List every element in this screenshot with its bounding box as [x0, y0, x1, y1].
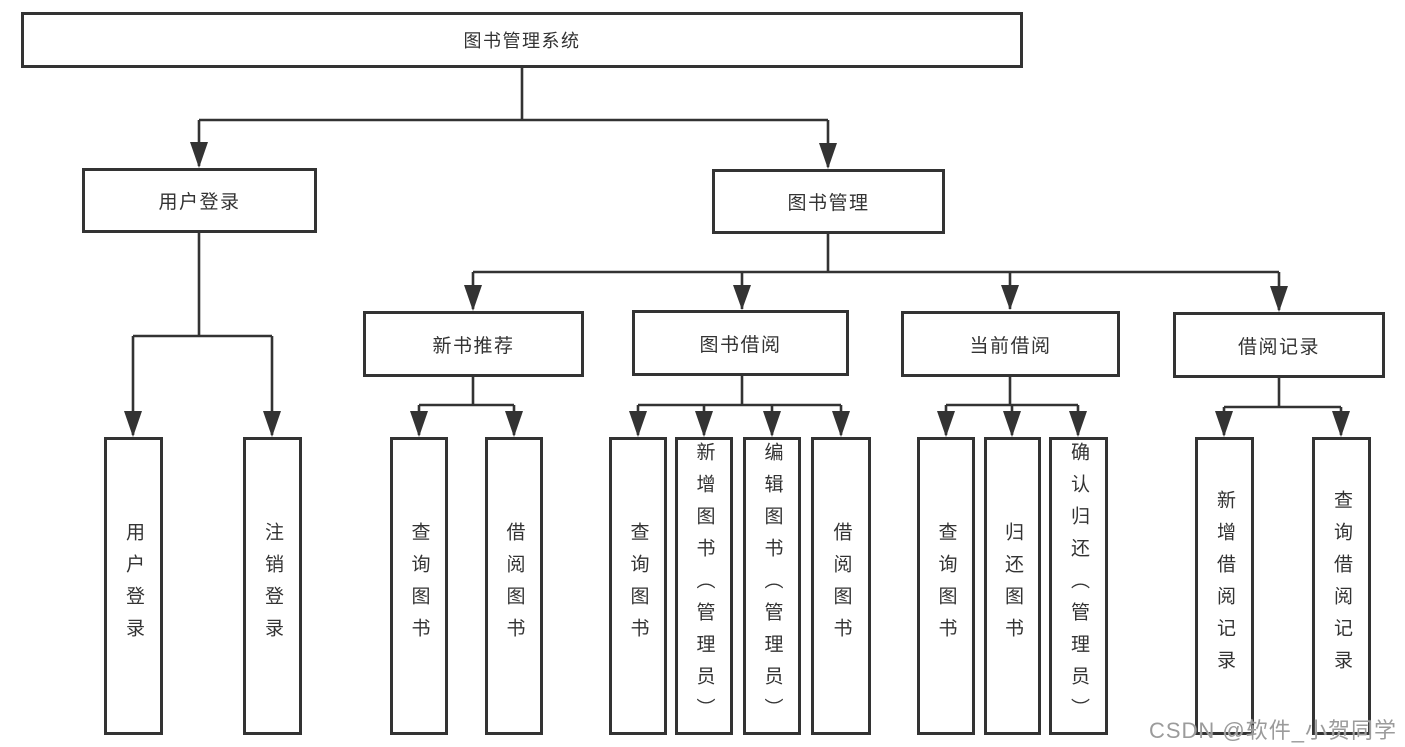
csdn-watermark: CSDN @软件_小贺同学: [1148, 718, 1397, 743]
node-user-login-branch: 用户登录: [82, 168, 317, 233]
node-label: 新增借阅记录: [1214, 490, 1235, 682]
leaf-return-book: 归还图书: [984, 437, 1041, 735]
node-borrowing-records: 借阅记录: [1173, 312, 1385, 378]
leaf-user-login: 用户登录: [104, 437, 163, 735]
node-book-borrowing: 图书借阅: [632, 310, 849, 376]
node-label: 查询图书: [627, 522, 649, 650]
leaf-edit-book-admin: 编辑图书（管理员）: [743, 437, 801, 735]
node-label: 编辑图书（管理员）: [761, 442, 783, 730]
leaf-query-book-1: 查询图书: [390, 437, 448, 735]
leaf-add-book-admin: 新增图书（管理员）: [675, 437, 733, 735]
leaf-borrow-book-1: 借阅图书: [485, 437, 543, 735]
node-label: 查询借阅记录: [1331, 490, 1352, 682]
node-label: 借阅图书: [503, 522, 525, 650]
node-book-management-branch: 图书管理: [712, 169, 945, 234]
leaf-confirm-return-admin: 确认归还（管理员）: [1049, 437, 1108, 735]
node-label: 图书借阅: [699, 334, 782, 356]
node-label: 用户登录: [123, 522, 144, 650]
node-new-book-recommendation: 新书推荐: [363, 311, 584, 377]
leaf-logout: 注销登录: [243, 437, 302, 735]
leaf-add-borrow-record: 新增借阅记录: [1195, 437, 1254, 735]
leaf-query-book-3: 查询图书: [917, 437, 975, 735]
node-label: 图书管理系统: [463, 31, 581, 51]
node-label: 注销登录: [262, 522, 283, 650]
leaf-borrow-book-2: 借阅图书: [811, 437, 871, 735]
leaf-query-book-2: 查询图书: [609, 437, 667, 735]
node-label: 查询图书: [935, 522, 957, 650]
node-label: 用户登录: [158, 192, 241, 213]
node-label: 借阅记录: [1237, 336, 1320, 358]
arrowheads: [124, 142, 1350, 437]
node-label: 确认归还（管理员）: [1068, 442, 1089, 730]
leaf-query-borrow-record: 查询借阅记录: [1312, 437, 1371, 735]
node-label: 新书推荐: [432, 335, 515, 357]
node-label: 新增图书（管理员）: [693, 442, 715, 730]
node-label: 查询图书: [408, 522, 430, 650]
node-label: 归还图书: [1002, 522, 1023, 650]
node-label: 当前借阅: [969, 335, 1052, 357]
node-label: 图书管理: [787, 193, 870, 214]
node-library-management-system: 图书管理系统: [21, 12, 1023, 68]
node-label: 借阅图书: [830, 522, 852, 650]
node-current-borrowing: 当前借阅: [901, 311, 1120, 377]
